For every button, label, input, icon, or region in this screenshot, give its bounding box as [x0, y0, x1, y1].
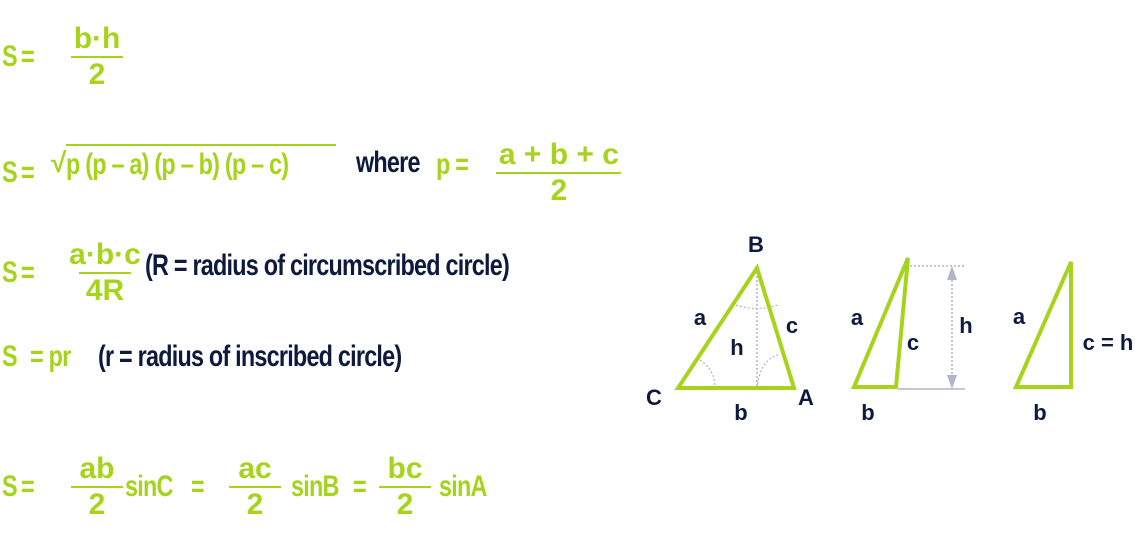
formula-inradius: S = pr (r = radius of inscribed circle): [0, 332, 487, 382]
numerator: bc: [387, 452, 423, 485]
where-label: where: [356, 146, 421, 179]
numerator: ab: [79, 452, 115, 485]
numerator: b·h: [73, 22, 121, 55]
numerator: a·b·c: [69, 238, 141, 271]
fraction: bc 2: [379, 452, 432, 522]
inradius-note: (r = radius of inscribed circle): [98, 340, 402, 373]
svg-text:b: b: [734, 400, 747, 425]
right-triangle: a b c = h: [1013, 261, 1134, 425]
fraction-bar: [379, 486, 432, 488]
equals-sign: =: [21, 470, 35, 503]
equals-sign: =: [21, 156, 35, 189]
denominator: 2: [88, 488, 106, 521]
equals-sign: =: [191, 470, 205, 503]
svg-text:A: A: [798, 385, 814, 410]
svg-text:c: c: [786, 313, 798, 338]
sin-c: sinC: [125, 470, 173, 503]
vertex-b-label: B: [748, 232, 764, 257]
svg-text:b: b: [861, 400, 874, 425]
fraction: ac 2: [229, 452, 282, 522]
svg-text:a: a: [1013, 304, 1026, 329]
sin-b: sinB: [291, 470, 339, 503]
equals-sign: =: [21, 40, 35, 73]
fraction-bar: [71, 486, 124, 488]
svg-text:h: h: [959, 313, 972, 338]
fraction: a·b·c 4R: [69, 238, 141, 308]
formula-heron: S = √ p (p – a) (p – b) (p – c) where p …: [0, 128, 622, 218]
svg-text:c = h: c = h: [1083, 330, 1134, 355]
formula-circumradius: S = a·b·c 4R (R = radius of circumscribe…: [0, 228, 612, 318]
numerator: a + b + c: [498, 138, 619, 171]
formula-lhs: S: [2, 156, 18, 189]
fraction-bar: [71, 56, 124, 58]
fraction: ab 2: [71, 452, 124, 522]
formula-base-height: S = b·h 2: [0, 12, 124, 102]
formula-lhs: S: [2, 340, 18, 373]
denominator: 2: [550, 174, 568, 207]
sin-a: sinA: [439, 470, 487, 503]
equals-pr: = pr: [30, 340, 71, 373]
p-lhs: p =: [436, 148, 469, 181]
denominator: 2: [88, 58, 106, 91]
svg-text:C: C: [646, 385, 662, 410]
formula-lhs: S: [2, 40, 18, 73]
fraction: a + b + c 2: [496, 138, 622, 208]
circumradius-note: (R = radius of circumscribed circle): [145, 249, 510, 282]
arrow-down-icon: [947, 375, 957, 389]
numerator: ac: [238, 452, 272, 485]
svg-text:h: h: [730, 335, 743, 360]
arrow-up-icon: [947, 266, 957, 280]
fraction-bar: [496, 172, 622, 174]
radicand: p (p – a) (p – b) (p – c): [66, 144, 337, 182]
fraction-bar: [229, 486, 282, 488]
svg-text:a: a: [694, 305, 707, 330]
fraction: b·h 2: [71, 22, 124, 92]
denominator: 4R: [85, 274, 125, 307]
sqrt-icon: √: [51, 147, 67, 178]
acute-triangle: B C A a b c h: [646, 232, 814, 425]
obtuse-triangle: a b c h: [851, 257, 973, 425]
svg-text:c: c: [907, 330, 919, 355]
svg-text:a: a: [851, 305, 864, 330]
equals-sign: =: [353, 470, 367, 503]
formula-lhs: S: [2, 256, 18, 289]
equals-sign: =: [21, 256, 35, 289]
formula-sine: S = ab 2 sinC = ac 2 sinB = bc 2 sinA: [0, 442, 500, 532]
svg-text:b: b: [1033, 400, 1046, 425]
denominator: 2: [246, 488, 264, 521]
denominator: 2: [396, 488, 414, 521]
formula-lhs: S: [2, 470, 18, 503]
fraction-bar: [79, 272, 132, 274]
